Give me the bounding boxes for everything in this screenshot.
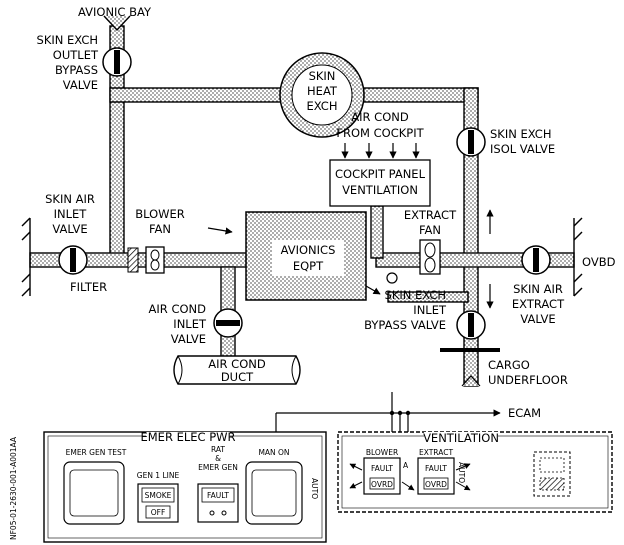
blower-ovrd-legend: OVRD <box>371 480 393 489</box>
cockpit-panel-l2: VENTILATION <box>342 183 418 197</box>
fault-legend: FAULT <box>207 491 229 500</box>
isol-valve-l1: SKIN EXCH <box>490 127 551 141</box>
extract-fan-l1: EXTRACT <box>404 208 457 222</box>
extract-valve-l2: EXTRACT <box>512 297 565 311</box>
ecam-label: ECAM <box>508 406 541 420</box>
off-legend: OFF <box>151 508 166 517</box>
air-cond-duct-l1: AIR COND <box>208 357 266 371</box>
extract-valve-l1: SKIN AIR <box>513 282 563 296</box>
skin-air-inlet-valve-symbol <box>58 245 88 275</box>
cargo-l1: CARGO <box>488 358 530 372</box>
figure-reference: NF05-01-2630-001-A001AA <box>9 436 18 540</box>
rat-emer-gen-l3: EMER GEN <box>198 463 238 472</box>
skin-heat-exch-l2: HEAT <box>307 84 338 98</box>
skin-walls <box>21 217 583 297</box>
skin-heat-exch-l3: EXCH <box>307 99 338 113</box>
extract-fault-legend: FAULT <box>425 464 447 473</box>
skin-air-extract-valve-symbol <box>521 245 551 275</box>
outlet-bypass-l3: BYPASS <box>55 63 98 77</box>
smoke-legend: SMOKE <box>145 491 172 500</box>
emer-gen-test-guard[interactable] <box>63 461 125 525</box>
inlet-bypass-l3: BYPASS VALVE <box>364 318 446 332</box>
blower-a-mark: A <box>403 461 409 470</box>
outlet-bypass-l1: SKIN EXCH <box>37 33 98 47</box>
inlet-bypass-l1: SKIN EXCH <box>385 288 446 302</box>
emer-gen-test-label: EMER GEN TEST <box>66 448 127 457</box>
rat-emer-gen-l2: & <box>215 454 221 463</box>
air-cond-from-cockpit-l1: AIR COND <box>351 110 409 124</box>
ac-inlet-valve-l3: VALVE <box>171 332 206 346</box>
inlet-bypass-l2: INLET <box>413 303 447 317</box>
air-cond-inlet-valve-symbol <box>213 308 243 338</box>
avionic-bay-mouth <box>103 15 131 32</box>
air-cond-duct-l2: DUCT <box>221 370 254 384</box>
inlet-valve-l2: INLET <box>54 207 88 221</box>
extract-fan-l2: FAN <box>419 223 441 237</box>
blower-fan-l2: FAN <box>149 222 171 236</box>
ventilation-panel: VENTILATION BLOWER FAULT OVRD A EXTRACT … <box>337 431 613 513</box>
inlet-valve-l1: SKIN AIR <box>45 192 95 206</box>
filter-label: FILTER <box>70 280 107 294</box>
duct-bypass <box>387 291 469 303</box>
avionic-bay-label: AVIONIC BAY <box>78 5 152 19</box>
cockpit-panel-l1: COCKPIT PANEL <box>335 167 426 181</box>
ac-inlet-valve-l1: AIR COND <box>149 302 207 316</box>
cockpit-air-arrows <box>341 143 420 159</box>
inlet-valve-l3: VALVE <box>52 222 87 236</box>
ventilation-title: VENTILATION <box>423 431 499 445</box>
ac-inlet-valve-l2: INLET <box>173 317 207 331</box>
avionics-eqpt-l1: AVIONICS <box>281 243 336 257</box>
gen1-line-label: GEN 1 LINE <box>137 471 180 480</box>
extract-label: EXTRACT <box>419 448 453 457</box>
outlet-bypass-l2: OUTLET <box>53 48 99 62</box>
duct-cockpit-link <box>370 205 384 259</box>
skin-heat-exch-l1: SKIN <box>309 69 336 83</box>
isol-valve-l2: ISOL VALVE <box>490 142 555 156</box>
cargo-floor-bar <box>440 348 500 352</box>
bypass-sensor <box>386 272 398 284</box>
extract-fan-symbol <box>419 239 441 275</box>
blower-fan-symbol <box>145 246 165 274</box>
air-cond-duct <box>173 355 301 385</box>
cargo-l2: UNDERFLOOR <box>488 373 568 387</box>
vent-attention-arrows <box>349 463 471 491</box>
skin-exch-inlet-bypass-valve-symbol <box>456 310 486 340</box>
vent-auto-label: AUTO <box>457 462 466 483</box>
outlet-bypass-l4: VALVE <box>63 78 98 92</box>
cockpit-panel-ventilation-box <box>329 159 431 207</box>
avionics-eqpt-l2: EQPT <box>293 259 324 273</box>
air-cond-from-cockpit-l2: FROM COCKPIT <box>336 126 424 140</box>
ovbd-label: OVBD <box>582 255 616 269</box>
skin-exch-isol-valve-symbol <box>456 127 486 157</box>
rat-emer-gen-l1: RAT <box>211 445 225 454</box>
man-on-guard[interactable] <box>245 461 303 525</box>
blower-label: BLOWER <box>366 448 398 457</box>
blower-fault-legend: FAULT <box>371 464 393 473</box>
filter-symbol <box>127 247 139 273</box>
component-labels: SKIN EXCH OUTLET BYPASS VALVE SKIN EXCH … <box>37 33 616 387</box>
emer-elec-title: EMER ELEC PWR <box>140 430 235 444</box>
spare-position <box>533 451 571 497</box>
extract-valve-l3: VALVE <box>520 312 555 326</box>
extract-ovrd-legend: OVRD <box>425 480 447 489</box>
flow-arrows <box>207 209 494 309</box>
emer-auto-label: AUTO <box>310 478 319 499</box>
blower-fan-l1: BLOWER <box>135 207 185 221</box>
man-on-label: MAN ON <box>258 448 289 457</box>
skin-exch-outlet-bypass-valve-symbol <box>102 47 132 77</box>
emer-elec-pwr-panel: EMER ELEC PWR EMER GEN TEST GEN 1 LINE S… <box>43 430 327 543</box>
